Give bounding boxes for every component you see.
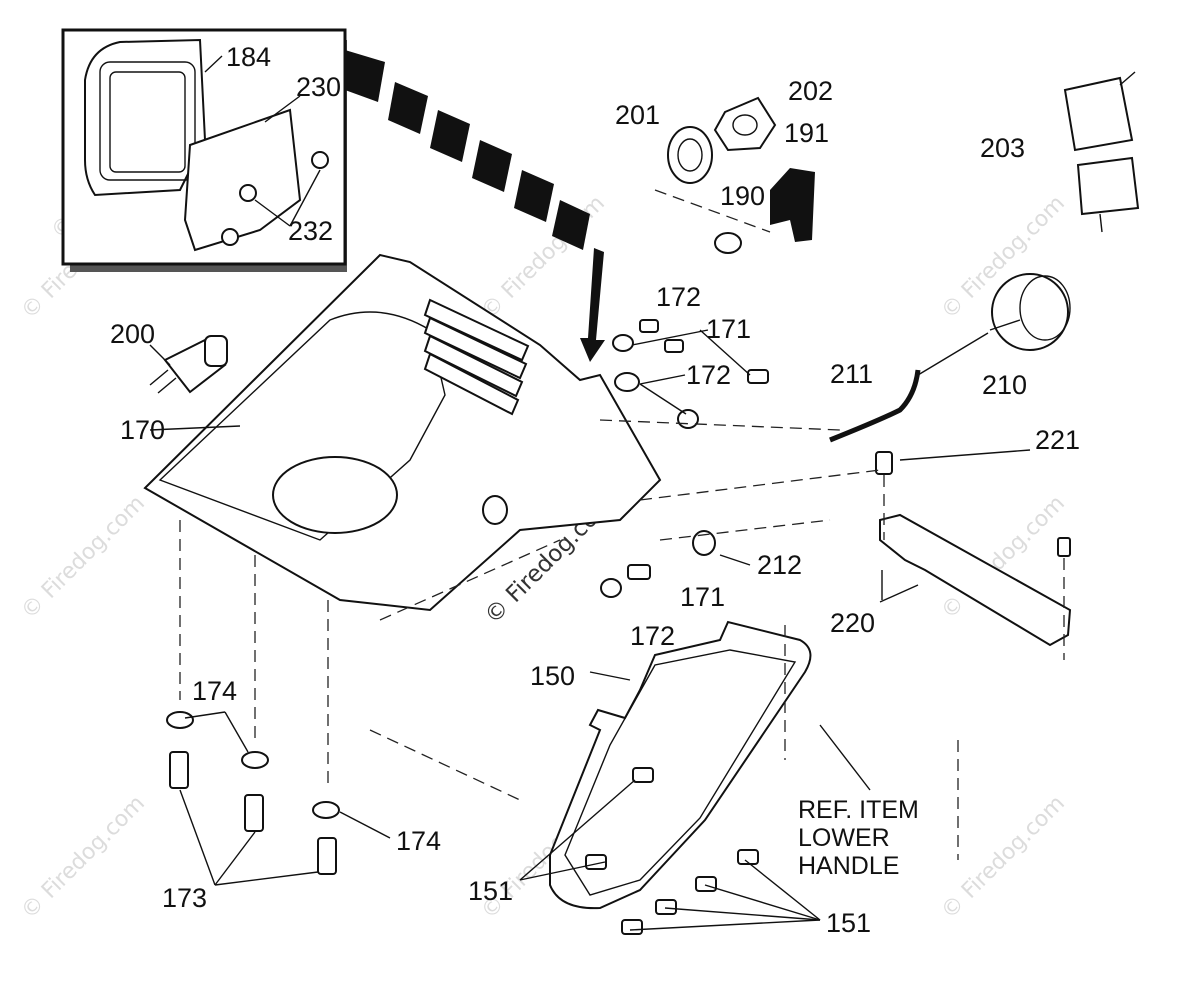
label-170: 170 [120,415,165,445]
label-230: 230 [296,72,341,102]
bracket-part-220 [875,449,1072,660]
label-210: 210 [982,370,1027,400]
note-line-1: REF. ITEM [798,796,919,824]
label-150: 150 [530,661,575,691]
label-190: 190 [720,181,765,211]
reference-note: REF. ITEM LOWER HANDLE [798,796,919,880]
label-173: 173 [162,883,207,913]
label-172-mid: 172 [686,360,731,390]
label-203: 203 [980,133,1025,163]
label-172-top: 172 [656,282,701,312]
shroud-part-170 [143,253,662,612]
label-184: 184 [226,42,271,72]
knob-part-210 [829,273,1071,443]
label-191: 191 [784,118,829,148]
part-labels: 184 230 232 201 202 191 190 203 200 172 … [110,42,1080,938]
fasteners-171-172 [600,319,769,598]
label-leaders [149,425,871,791]
bolts-173-174 [166,520,391,886]
label-200: 200 [110,319,155,349]
key-part-203 [1063,71,1140,233]
note-line-3: HANDLE [798,852,899,880]
watermark: © Firedog.com [937,791,1070,924]
assembly-lines [369,419,959,860]
watermark: © Firedog.com [17,791,150,924]
inset-arrow [345,50,605,362]
label-151-right: 151 [826,908,871,938]
label-172-low: 172 [630,621,675,651]
label-174-left: 174 [192,676,237,706]
label-201: 201 [615,100,660,130]
label-232: 232 [288,216,333,246]
label-221: 221 [1035,425,1080,455]
label-211: 211 [830,359,873,389]
label-212: 212 [757,550,802,580]
label-174-right: 174 [396,826,441,856]
label-171-low: 171 [680,582,725,612]
label-202: 202 [788,76,833,106]
note-line-2: LOWER [798,824,890,852]
inset-detail [61,28,347,272]
label-171-top: 171 [706,314,751,344]
cover-part-150 [519,620,821,935]
label-151-left: 151 [468,876,513,906]
watermark: © Firedog.com [17,491,150,624]
label-220: 220 [830,608,875,638]
ignition-parts [654,96,815,254]
switch-part-200 [149,335,228,394]
